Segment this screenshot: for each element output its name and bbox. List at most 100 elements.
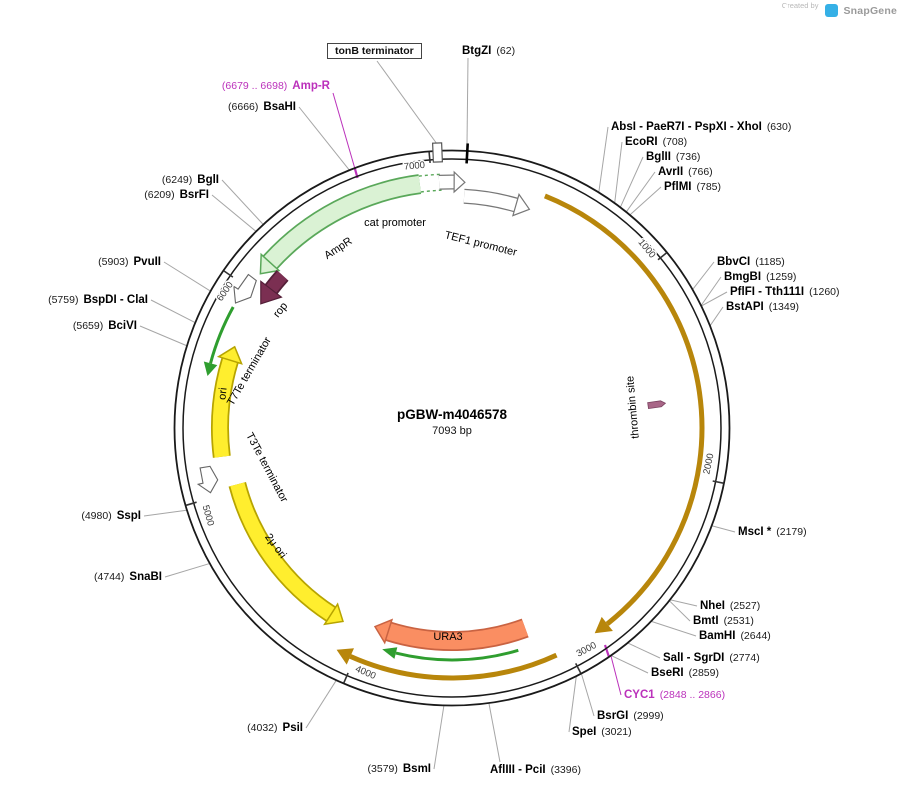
leader-psii [305, 679, 338, 729]
feature-t3te-arrow [196, 465, 219, 494]
feature-orf-arc-right [543, 193, 705, 626]
flask-icon [782, 4, 791, 14]
leader-bspdi [150, 299, 197, 324]
cyc1-primer-marker [603, 644, 611, 658]
feature-label-ura3: URA3 [433, 631, 462, 643]
snapgene-logo-icon [782, 4, 839, 17]
site-label-pflmi: PflMI(785) [664, 181, 721, 193]
leader-bmgbi [700, 276, 722, 307]
site-label-msci: MscI *(2179) [738, 526, 807, 538]
leader-bsmi [433, 704, 445, 770]
site-label-bstapi: BstAPI(1349) [726, 301, 800, 313]
site-label-afliii-pcii: AflIII - PciI(3396) [490, 764, 581, 776]
site-label-pflfi-tth111i: PflFI - Tth111I(1260) [730, 286, 840, 298]
feature-2u-ori-arrowhead [323, 602, 344, 626]
feature-label-ori: ori [216, 387, 229, 400]
site-label-bbvci: BbvCI(1185) [717, 256, 785, 268]
site-label-avrii: AvrII(766) [658, 166, 713, 178]
site-label-bglii: BglII(736) [646, 151, 701, 163]
site-label-bamhi: BamHI(2644) [699, 630, 771, 642]
scale-label-2000: 2000 [701, 452, 716, 475]
leader-absi-group [598, 126, 609, 194]
scale-label-5000: 5000 [200, 504, 216, 527]
feature-label-t3te: T3Te terminator [243, 431, 290, 505]
site-label-bsahi: (6666)BsaHI [228, 101, 296, 113]
leader-afliii [488, 702, 501, 763]
site-label-bsrgi: BsrGI(2999) [597, 710, 664, 722]
site-label-pvuii: (5903)PvuII [98, 256, 161, 268]
tick-2000 [712, 480, 724, 484]
site-label-bsmi: (3579)BsmI [367, 763, 431, 775]
feature-orf-right-arrowhead [594, 616, 613, 634]
feature-ampr-dashed-outer [418, 173, 441, 177]
leader-bcivi [139, 325, 188, 347]
feature-ampr-dashed-inner [420, 189, 442, 193]
site-label-bmti: BmtI(2531) [693, 615, 754, 627]
leader-sali [626, 642, 661, 659]
leader-bbvci [691, 261, 715, 291]
leader-tonb-terminator [376, 60, 438, 145]
feature-tef1-promoter-arrowhead [511, 193, 531, 217]
feature-ura3-promoter-arc [395, 648, 519, 662]
site-label-bmgbi: BmgBI(1259) [724, 271, 797, 283]
feature-label-thrombin-site: thrombin site [624, 375, 641, 439]
feature-ura3-arc [385, 620, 529, 650]
tick-3000 [574, 663, 582, 674]
backbone-outer-circle [173, 149, 731, 707]
feature-left-promoter-arc [209, 306, 235, 364]
leader-pflmi [629, 186, 662, 216]
feature-label-rop: rop [271, 300, 290, 320]
feature-tonb-box [431, 142, 444, 163]
leader-lines [139, 57, 736, 770]
feature-label-ampr: AmpR [322, 235, 354, 262]
leader-bsrgi [580, 672, 595, 717]
feature-orf-arc-bottom [349, 652, 558, 681]
site-label-bseri: BseRI(2859) [651, 667, 719, 679]
leader-bsrfi [211, 194, 257, 233]
scale-label-7000: 7000 [403, 160, 425, 173]
feature-thrombin-marker [647, 400, 667, 410]
leader-bglii [619, 156, 644, 209]
leader-bseri [610, 654, 649, 674]
btgzi-site-tick [465, 143, 469, 164]
site-label-nhei: NheI(2527) [700, 600, 761, 612]
site-label-bsrfi: (6209)BsrFI [144, 189, 209, 201]
leader-bgli [221, 179, 264, 226]
site-label-ecori: EcoRI(708) [625, 136, 688, 148]
feature-2u-ori-arc [230, 482, 336, 621]
tick-6000 [223, 270, 234, 278]
leader-ecori [614, 141, 623, 204]
created-by-text: Created by [781, 1, 819, 10]
feature-orf-bottom-arrowhead [336, 648, 354, 665]
primer-label-amp-r: (6679 .. 6698)Amp-R [221, 80, 330, 92]
site-label-sspi: (4980)SspI [81, 510, 141, 522]
site-label-spei: SpeI(3021) [572, 726, 632, 738]
leader-pflfi [700, 291, 728, 307]
feature-ampr-arrowhead [259, 252, 281, 275]
site-label-psii: (4032)PsiI [247, 722, 303, 734]
leader-msci [711, 525, 736, 533]
feature-label-cat-promoter: cat promoter [364, 217, 426, 229]
leader-bstapi [709, 306, 724, 327]
site-label-bspdi-clai: (5759)BspDI - ClaI [48, 294, 148, 306]
leader-amp-r-primer [332, 92, 356, 169]
feature-ori-arc [212, 358, 238, 458]
leader-sspi [143, 509, 188, 517]
feature-label-tef1-promoter: TEF1 promoter [443, 229, 518, 259]
feature-ura3-arrowhead [373, 618, 394, 645]
site-label-bgli: (6249)BglI [161, 174, 219, 186]
site-label-snabi: (4744)SnaBI [94, 571, 162, 583]
scale-label-1000: 1000 [636, 237, 658, 260]
snapgene-brand-name: SnapGene [843, 4, 897, 17]
snapgene-brand: Created by SnapGene [781, 1, 897, 17]
leader-cyc1-primer [610, 654, 622, 696]
leader-snabi [164, 562, 211, 578]
leader-pvuii [163, 261, 212, 292]
leader-btgzi [466, 57, 469, 145]
feature-left-promoter-arrowhead [203, 361, 218, 376]
leader-bamhi [650, 620, 697, 637]
plasmid-name: pGBW-m4046578 [396, 407, 508, 422]
leader-nhei [669, 599, 698, 607]
scale-ticks [185, 151, 724, 684]
